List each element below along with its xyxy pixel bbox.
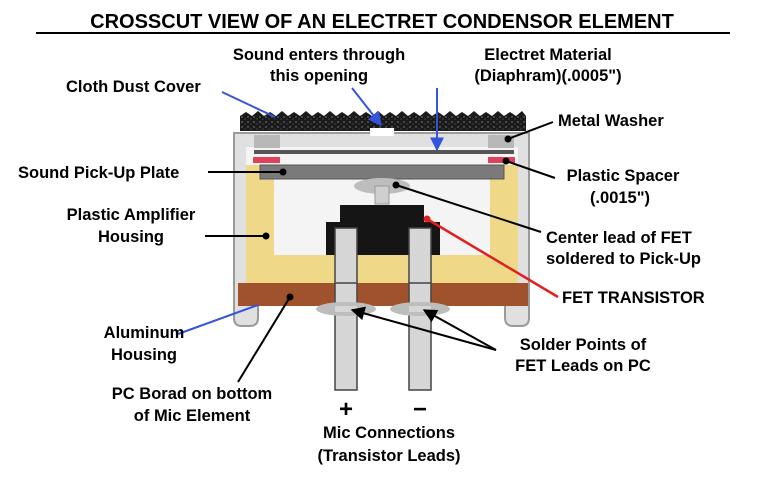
leader-metal-washer	[507, 121, 554, 140]
leader-center-lead	[395, 184, 542, 233]
label-pc-board-2: of Mic Element	[134, 407, 251, 425]
cloth-dust-cover	[240, 111, 526, 131]
label-plus-sign: +	[339, 396, 353, 423]
leader-fet	[426, 217, 559, 299]
metal-washer-left	[254, 135, 280, 148]
label-sound-enters-1: Sound enters through	[233, 46, 405, 64]
pc-board	[238, 283, 528, 306]
leader-cloth-cover	[221, 91, 276, 118]
label-solder-points-2: FET Leads on PC	[515, 357, 651, 375]
label-fet: FET TRANSISTOR	[562, 289, 705, 307]
label-plastic-spacer-2: (.0015")	[590, 189, 650, 207]
label-mic-connections-2: (Transistor Leads)	[317, 447, 460, 465]
leader-plastic-spacer	[505, 160, 556, 179]
fet-center-lead	[374, 185, 390, 205]
label-metal-washer: Metal Washer	[558, 112, 664, 130]
label-cloth-cover: Cloth Dust Cover	[66, 78, 201, 96]
plastic-spacer-left	[253, 157, 280, 163]
sound-pickup-plate	[259, 164, 505, 180]
label-minus-sign: −	[413, 396, 427, 423]
label-pickup-plate: Sound Pick-Up Plate	[18, 164, 179, 182]
label-center-lead-2: soldered to Pick-Up	[546, 250, 701, 268]
leader-sound-opening	[351, 87, 382, 127]
leader-lines	[177, 87, 559, 383]
lead-right-cover	[409, 306, 431, 312]
label-sound-enters-2: this opening	[270, 67, 368, 85]
label-amp-housing-1: Plastic Amplifier	[67, 206, 196, 224]
label-electret-2: (Diaphram)(.0005")	[474, 67, 621, 85]
label-aluminum-2: Housing	[111, 346, 177, 364]
label-amp-housing-2: Housing	[98, 228, 164, 246]
leader-solder-left	[350, 306, 497, 351]
electret-diaphragm	[254, 150, 514, 154]
label-center-lead-1: Center lead of FET	[546, 229, 692, 247]
label-pc-board-1: PC Borad on bottom	[112, 385, 272, 403]
label-electret-1: Electret Material	[484, 46, 611, 64]
plastic-spacer-right	[488, 157, 515, 163]
label-solder-points-1: Solder Points of	[520, 336, 647, 354]
leader-pc-board	[237, 296, 291, 383]
leader-aluminum	[177, 304, 259, 335]
lead-left-cover	[335, 306, 357, 312]
leader-solder-right	[422, 309, 497, 351]
label-aluminum-1: Aluminum	[104, 324, 185, 342]
label-plastic-spacer-1: Plastic Spacer	[567, 167, 680, 185]
sound-opening	[370, 128, 394, 136]
diagram-title: CROSSCUT VIEW OF AN ELECTRET CONDENSOR E…	[90, 11, 674, 33]
label-mic-connections-1: Mic Connections	[323, 424, 455, 442]
